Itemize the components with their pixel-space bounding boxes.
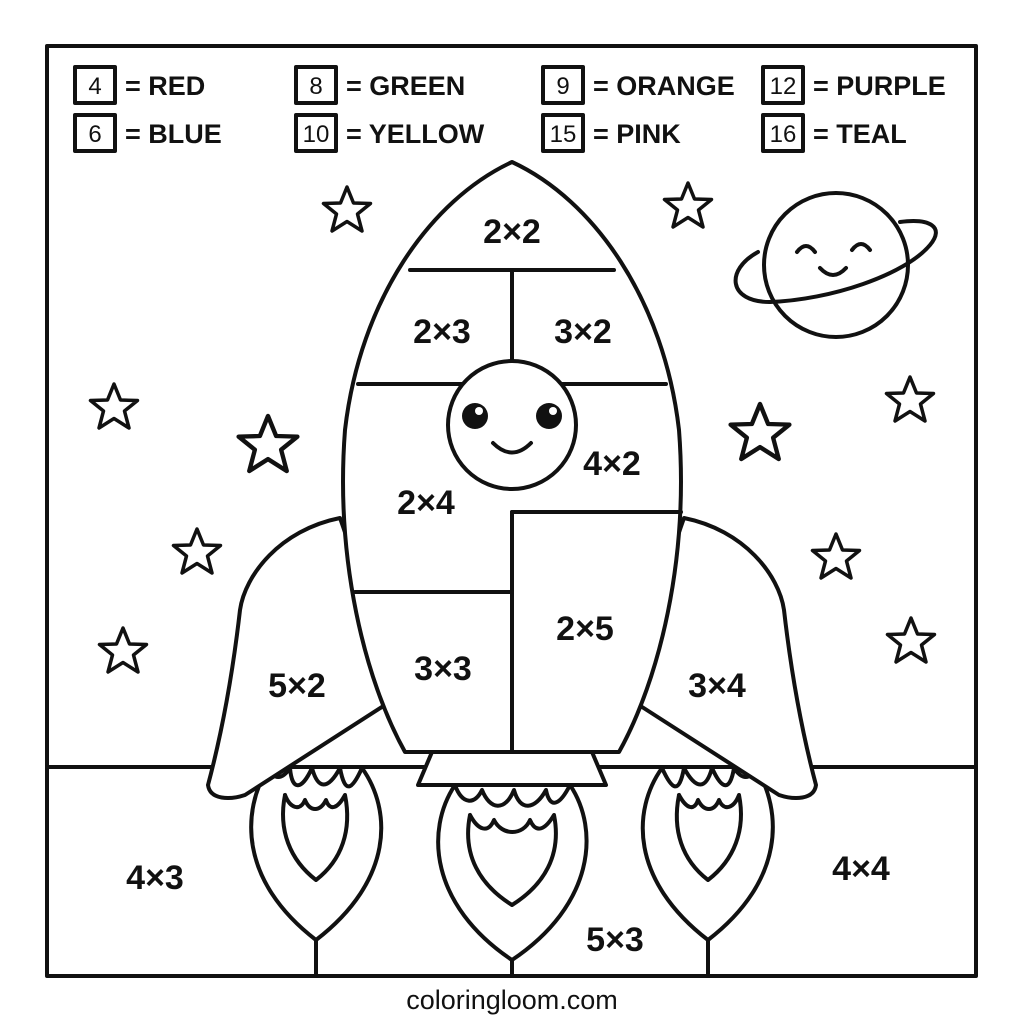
flame-right-icon [640, 766, 775, 978]
key-label: = TEAL [813, 119, 907, 149]
key-color: RED [148, 71, 205, 101]
planet-smile [818, 266, 848, 277]
key-box [761, 113, 805, 153]
star-icon [810, 532, 862, 580]
star-icon [97, 626, 149, 674]
planet-body [762, 191, 910, 339]
key-label: = RED [125, 71, 205, 101]
key-item-pink: 15 = PINK [541, 113, 681, 153]
flame-inner [466, 813, 558, 907]
eye-shine [549, 407, 557, 415]
flame-left-icon [249, 766, 384, 978]
planet-icon [733, 191, 938, 339]
key-box [294, 65, 338, 105]
star-icon [884, 375, 936, 423]
key-item-yellow: 10 = YELLOW [294, 113, 485, 153]
key-color: BLUE [148, 119, 222, 149]
problem-right-fin: 3×4 [688, 667, 746, 705]
footer-url: coloringloom.com [406, 985, 618, 1015]
key-number: 9 [556, 73, 569, 100]
star-icon [236, 413, 300, 474]
key-label: = YELLOW [346, 119, 485, 149]
key-color: TEAL [836, 119, 907, 149]
problem-upper-right: 3×2 [554, 313, 612, 351]
eye-shine [475, 407, 483, 415]
key-color: YELLOW [369, 119, 485, 149]
stars [88, 181, 937, 674]
key-item-red: 4 = RED [73, 65, 205, 105]
problem-lower-right: 2×5 [556, 610, 614, 648]
planet-ring-back [733, 250, 772, 304]
key-box [294, 113, 338, 153]
star-icon [728, 401, 792, 462]
flame-center-icon [436, 783, 589, 978]
problem-ground-right: 4×4 [832, 850, 890, 888]
key-box [73, 65, 117, 105]
rocket-nozzle [416, 750, 608, 787]
key-number: 15 [550, 121, 577, 148]
eye-icon [462, 403, 488, 429]
key-item-green: 8 = GREEN [294, 65, 465, 105]
star-icon [88, 382, 140, 430]
key-item-teal: 16 = TEAL [761, 113, 907, 153]
problems: 2×2 2×3 3×2 2×4 4×2 3×3 2×5 5×2 3×4 4×3 … [126, 213, 890, 959]
key-box [541, 113, 585, 153]
star-icon [885, 616, 937, 664]
planet-eye [795, 244, 817, 254]
key-color: PURPLE [836, 71, 946, 101]
key-label: = PURPLE [813, 71, 946, 101]
key-number: 8 [309, 73, 322, 100]
key-item-blue: 6 = BLUE [73, 113, 222, 153]
key-number: 6 [88, 121, 101, 148]
eye-icon [536, 403, 562, 429]
key-item-purple: 12 = PURPLE [761, 65, 946, 105]
key-item-orange: 9 = ORANGE [541, 65, 735, 105]
key-label: = GREEN [346, 71, 465, 101]
flame-outer [640, 766, 775, 942]
key-color: ORANGE [616, 71, 735, 101]
window-circle [446, 359, 578, 491]
problem-upper-left: 2×3 [413, 313, 471, 351]
problem-middle-right: 4×2 [583, 445, 641, 483]
key-color: PINK [616, 119, 681, 149]
flame-outer [436, 783, 589, 962]
key-label: = PINK [593, 119, 681, 149]
problem-middle-left: 2×4 [397, 484, 455, 522]
key-label: = ORANGE [593, 71, 735, 101]
key-number: 16 [770, 121, 797, 148]
key-label: = BLUE [125, 119, 222, 149]
flame-inner [674, 793, 743, 882]
problem-lower-left: 3×3 [414, 650, 472, 688]
key-number: 12 [770, 73, 797, 100]
flames [249, 766, 775, 978]
planet-ring-front [768, 219, 938, 304]
key-box [541, 65, 585, 105]
smile-icon [491, 441, 533, 455]
key-box [73, 113, 117, 153]
key-number: 10 [303, 121, 330, 148]
problem-left-fin: 5×2 [268, 667, 326, 705]
rocket-window [446, 359, 578, 491]
star-icon [662, 181, 714, 229]
star-icon [171, 527, 223, 575]
key-number: 4 [88, 73, 101, 100]
problem-ground-center: 5×3 [586, 921, 644, 959]
flame-outer [249, 766, 384, 942]
key-color: GREEN [369, 71, 465, 101]
planet-eye [850, 242, 872, 252]
problem-ground-left: 4×3 [126, 859, 184, 897]
key-box [761, 65, 805, 105]
star-icon [321, 185, 373, 233]
color-key: 4 = RED 6 = BLUE 8 = GREEN 10 = YELLOW 9… [73, 65, 946, 153]
flame-inner [281, 793, 350, 882]
problem-nose: 2×2 [483, 213, 541, 251]
